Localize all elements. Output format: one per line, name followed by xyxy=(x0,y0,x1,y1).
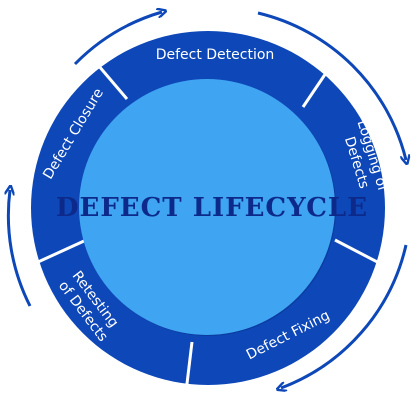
stage-label-detection: Defect Detection xyxy=(156,47,275,63)
center-circle xyxy=(79,79,335,335)
divider-closure-detection xyxy=(96,64,129,100)
cycle-arrow-top-icon xyxy=(73,12,162,66)
cycle-arrow-right-icon xyxy=(257,11,406,160)
divider-logging-fixing xyxy=(334,238,386,268)
divider-detection-logging xyxy=(301,69,330,108)
cycle-arrows xyxy=(8,12,406,388)
segment-dividers xyxy=(37,64,386,393)
cycle-arrow-bottom-icon xyxy=(281,244,408,388)
divider-retesting-closure xyxy=(37,239,85,264)
divider-fixing-retesting xyxy=(184,341,194,393)
cycle-arrow-left-icon xyxy=(8,190,32,307)
center-title: DEFECT LIFECYCLE xyxy=(56,193,368,223)
